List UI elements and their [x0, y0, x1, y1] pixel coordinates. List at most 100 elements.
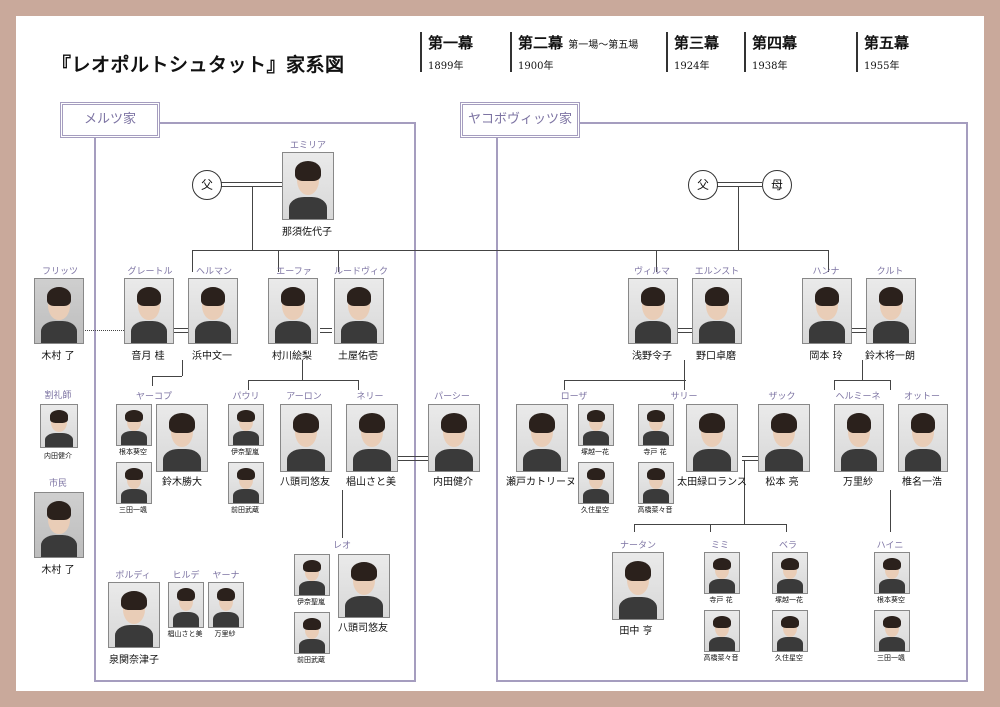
- role-ludwig: ルードヴィク: [333, 267, 388, 277]
- connector-line: [174, 328, 188, 329]
- actor-mohel: 内田健介: [44, 452, 72, 460]
- connector-line: [742, 456, 758, 457]
- connector-line: [192, 250, 828, 251]
- role-percy: パーシー: [434, 392, 470, 402]
- actor-mimi-2: 高橋菜々音: [703, 654, 739, 662]
- connector-line: [744, 460, 745, 524]
- connector-line: [182, 360, 183, 376]
- connector-line: [220, 186, 282, 187]
- role-citizen: 市民: [48, 479, 67, 489]
- connector-line: [834, 380, 835, 390]
- role-aaron: アーロン: [286, 392, 322, 402]
- role-leo: レオ: [332, 541, 351, 551]
- role-pauli: パウリ: [232, 392, 260, 402]
- portrait-eva: [268, 278, 318, 344]
- actor-eva: 村川絵梨: [272, 351, 312, 362]
- connector-line: [278, 250, 279, 272]
- merz-father-circle: 父: [192, 170, 222, 200]
- role-hermann: ヘルマン: [195, 267, 232, 277]
- actor-citizen: 木村 了: [41, 565, 75, 576]
- connector-line: [152, 376, 153, 386]
- portrait-kurt: [866, 278, 916, 344]
- portrait-hermann: [188, 278, 238, 344]
- jacobovicz-family-label: ヤコボヴィッツ家: [460, 102, 580, 138]
- role-hilde: ヒルデ: [172, 571, 200, 581]
- actor-bella-1: 塚越一花: [775, 596, 803, 604]
- portrait-jana: [208, 582, 244, 628]
- actor-nellie: 椙山さと美: [346, 477, 396, 488]
- role-jacob: ヤーコプ: [135, 392, 172, 402]
- portrait-gretl: [124, 278, 174, 344]
- role-sally: サリー: [670, 392, 698, 402]
- connector-line: [710, 524, 711, 532]
- portrait-rosa-child-1: [578, 404, 614, 446]
- role-hanna: ハンナ: [812, 267, 840, 277]
- actor-jacob-child-1: 根本葵空: [119, 448, 147, 456]
- actor-rosa-child-2: 久住星空: [581, 506, 609, 514]
- act-2-year: 1900年: [518, 61, 554, 72]
- portrait-ludwig: [334, 278, 384, 344]
- role-bella: ベラ: [778, 541, 797, 551]
- portrait-leo-child-2: [294, 612, 330, 654]
- connector-line: [634, 524, 635, 532]
- portrait-fritz: [34, 278, 84, 344]
- role-eva: エーファ: [276, 267, 312, 277]
- actor-sally-adult: 太田緑ロランス: [677, 477, 747, 488]
- connector-line: [342, 490, 343, 538]
- portrait-heini-2: [874, 610, 910, 652]
- merz-family-box: [94, 122, 416, 682]
- act-3-label: 第三幕: [674, 34, 720, 52]
- actor-ernst: 野口卓磨: [696, 351, 736, 362]
- portrait-rosa-adult: [516, 404, 568, 472]
- actor-hermine: 万里紗: [843, 477, 873, 488]
- act-3: 第三幕 1924年: [666, 32, 719, 72]
- portrait-otto: [898, 404, 948, 472]
- role-poldi: ポルディ: [115, 571, 151, 581]
- actor-jana: 万里紗: [214, 630, 236, 638]
- portrait-zac: [758, 404, 810, 472]
- actor-heini-1: 根本葵空: [877, 596, 905, 604]
- act-2-label: 第二幕: [518, 34, 564, 52]
- portrait-sally-child-1: [638, 404, 674, 446]
- portrait-mohel: [40, 404, 78, 448]
- connector-line: [220, 182, 282, 183]
- act-5-label: 第五幕: [864, 34, 910, 52]
- portrait-pauli-2: [228, 462, 264, 504]
- actor-hanna: 岡本 玲: [809, 351, 843, 362]
- connector-line: [890, 380, 891, 390]
- page-title: 『レオポルトシュタット』家系図: [52, 54, 345, 76]
- act-2: 第二幕 第一場〜第五場 1900年: [510, 32, 638, 72]
- role-fritz: フリッツ: [41, 267, 78, 277]
- connector-line: [738, 186, 739, 250]
- actor-percy: 内田健介: [433, 477, 473, 488]
- actor-aaron: 八頭司悠友: [280, 477, 330, 488]
- connector-line: [192, 250, 193, 272]
- connector-line: [564, 380, 686, 381]
- portrait-jacob-child-2: [116, 462, 152, 504]
- actor-sally-child-2: 高橋菜々音: [637, 506, 673, 514]
- portrait-ernst: [692, 278, 742, 344]
- actor-pauli-2: 前田武蔵: [231, 506, 259, 514]
- connector-line: [890, 490, 891, 532]
- portrait-hilde: [168, 582, 204, 628]
- actor-jacob-child-2: 三田一颯: [119, 506, 147, 514]
- role-gretl: グレートル: [127, 267, 173, 277]
- role-heini: ハイニ: [876, 541, 904, 551]
- actor-leo-child-2: 前田武蔵: [297, 656, 325, 664]
- portrait-nellie: [346, 404, 398, 472]
- actor-sally-child-1: 寺戸 花: [643, 448, 667, 456]
- connector-line: [676, 332, 692, 333]
- connector-line: [152, 376, 182, 377]
- portrait-wilma: [628, 278, 678, 344]
- role-rosa: ローザ: [560, 392, 588, 402]
- act-2-scenes: 第一場〜第五場: [568, 40, 639, 51]
- role-mimi: ミミ: [710, 541, 729, 551]
- connector-line: [716, 186, 762, 187]
- portrait-sally-adult: [686, 404, 738, 472]
- role-wilma: ヴィルマ: [633, 267, 670, 277]
- portrait-citizen: [34, 492, 84, 558]
- portrait-bella-2: [772, 610, 808, 652]
- actor-mimi-1: 寺戸 花: [709, 596, 733, 604]
- actor-leo-child-1: 伊奈聖嵐: [297, 598, 325, 606]
- connector-line: [676, 328, 692, 329]
